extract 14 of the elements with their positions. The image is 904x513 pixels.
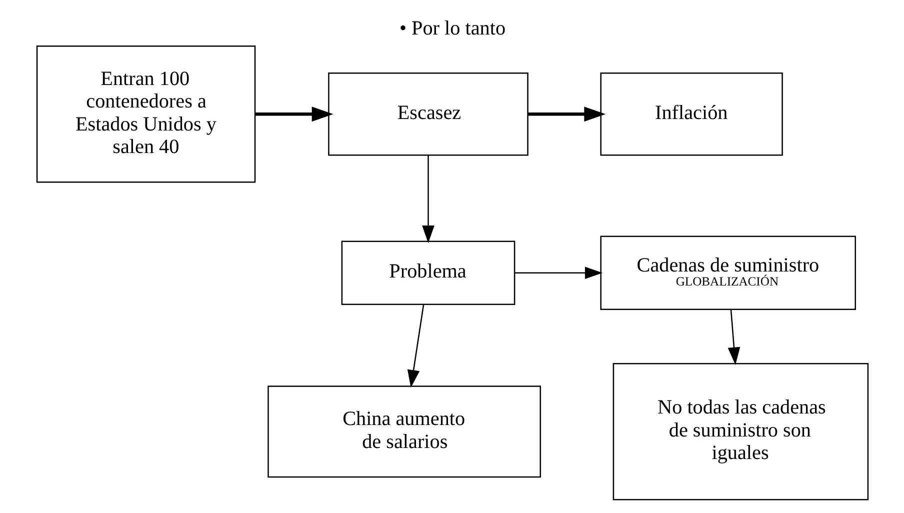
arrow xyxy=(422,155,434,244)
node-box: Inflación xyxy=(600,72,782,156)
arrow xyxy=(514,266,602,280)
node-box: Problema xyxy=(340,240,515,305)
arrow xyxy=(727,310,740,365)
diagram-title: • Por lo tanto xyxy=(398,18,506,40)
node-box: Entran 100 contenedores a Estados Unidos y salen 40 xyxy=(36,45,256,183)
arrow xyxy=(528,106,606,122)
node-box: Cadenas de suministro GLOBALIZACIÓN xyxy=(600,236,856,310)
node-box: China aumento de salarios xyxy=(267,386,540,478)
node-box: No todas las cadenas de suministro son iguales xyxy=(612,362,868,500)
arrow xyxy=(406,304,424,388)
arrow xyxy=(254,106,333,122)
node-box: Escasez xyxy=(328,72,528,156)
